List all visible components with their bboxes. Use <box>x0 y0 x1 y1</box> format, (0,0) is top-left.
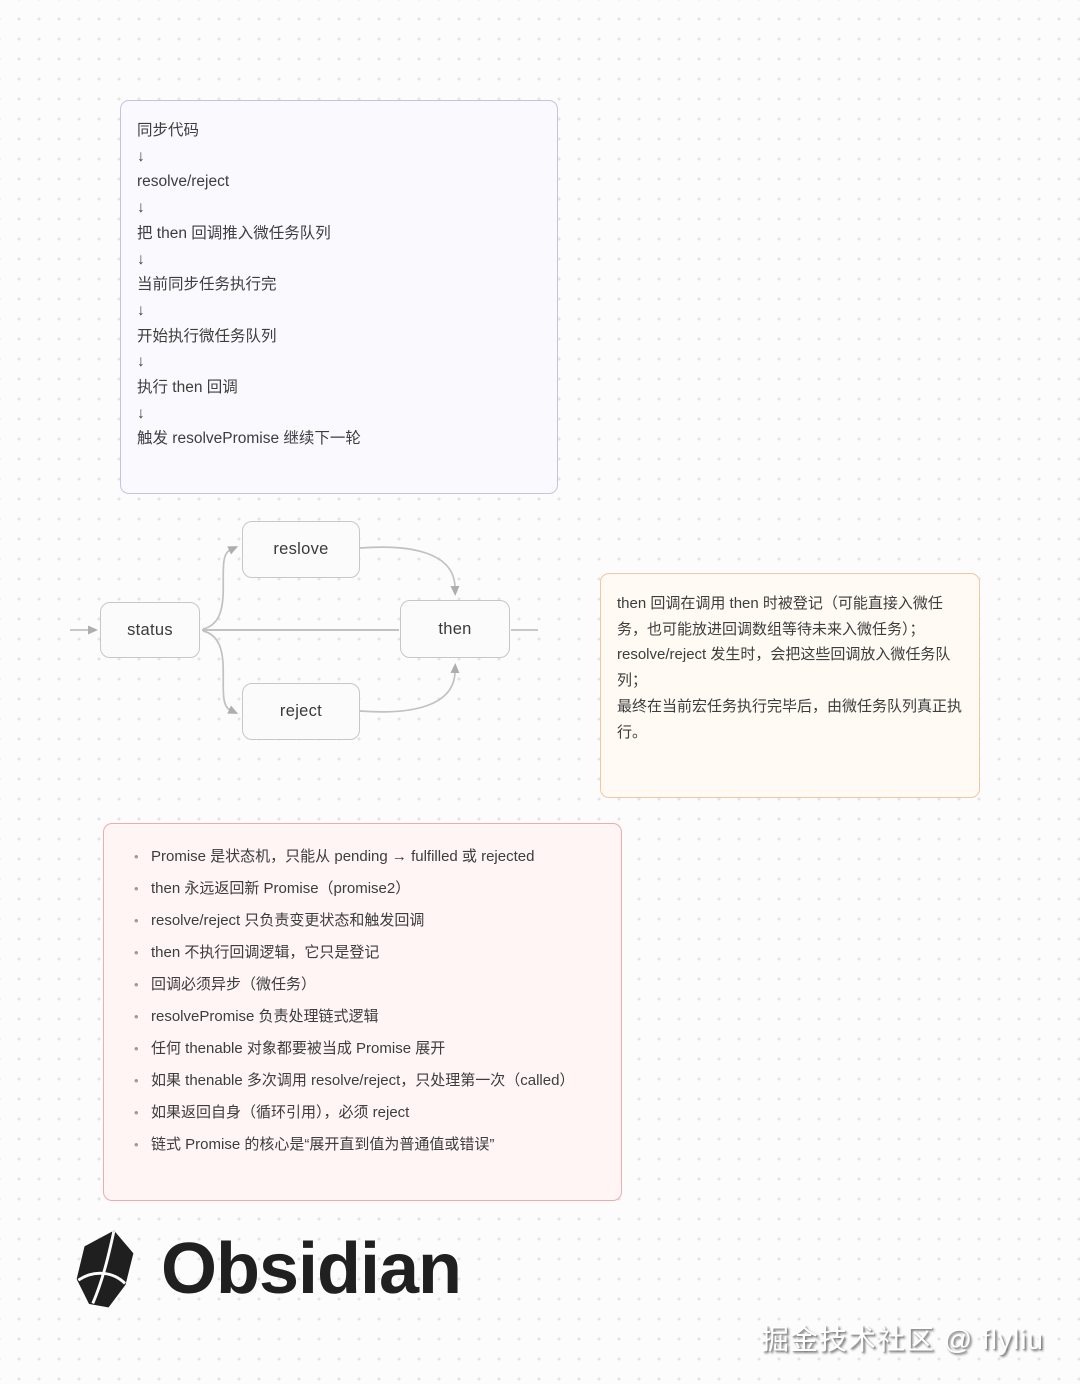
list-item: 任何 thenable 对象都要被当成 Promise 展开 <box>132 1036 601 1062</box>
obsidian-logo: Obsidian <box>75 1229 462 1309</box>
flow-node-status: status <box>100 602 200 658</box>
note-line: then 回调在调用 then 时被登记（可能直接入微任务，也可能放进回调数组等… <box>617 595 943 638</box>
list-item: 链式 Promise 的核心是“展开直到值为普通值或错误” <box>132 1132 601 1158</box>
edge-status-resolve <box>202 546 239 630</box>
watermark: 掘金技术社区 @ flyliu <box>761 1324 1044 1355</box>
flow-step: 触发 resolvePromise 继续下一轮 <box>137 430 361 448</box>
list-item: resolvePromise 负责处理链式逻辑 <box>132 1004 601 1030</box>
note-line: resolve/reject 发生时，会把这些回调放入微任务队列； <box>617 646 951 690</box>
flow-step: resolve/reject <box>137 173 230 191</box>
flow-step: 当前同步任务执行完 <box>137 276 277 294</box>
flow-step: 同步代码 <box>137 122 200 139</box>
promise-summary-card: Promise 是状态机，只能从 pending → fulfilled 或 r… <box>103 823 622 1201</box>
edge-reject-then <box>359 663 460 713</box>
list-item: resolve/reject 只负责变更状态和触发回调 <box>132 908 601 934</box>
edge-resolve-then <box>359 546 460 596</box>
list-item: 如果 thenable 多次调用 resolve/reject，只处理第一次（c… <box>132 1068 601 1094</box>
list-item: then 不执行回调逻辑，它只是登记 <box>132 940 601 966</box>
list-item: 如果返回自身（循环引用），必须 reject <box>132 1100 601 1126</box>
list-item: 回调必须异步（微任务） <box>132 972 601 998</box>
flow-steps-card: 同步代码 ↓ resolve/reject ↓ 把 then 回调推入微任务队列… <box>120 100 558 494</box>
note-line: 最终在当前宏任务执行完毕后，由微任务队列真正执行。 <box>617 697 963 741</box>
down-arrow-glyph: ↓ <box>137 353 145 371</box>
flow-node-reject: reject <box>242 683 360 740</box>
flow-step: 开始执行微任务队列 <box>137 327 277 345</box>
down-arrow-glyph: ↓ <box>137 199 145 217</box>
obsidian-gem-icon <box>76 1230 134 1308</box>
down-arrow-glyph: ↓ <box>137 404 145 422</box>
flow-step: 把 then 回调推入微任务队列 <box>137 224 331 242</box>
down-arrow-glyph: ↓ <box>137 301 145 319</box>
summary-list: Promise 是状态机，只能从 pending → fulfilled 或 r… <box>132 844 601 1158</box>
edge-status-reject <box>202 630 239 714</box>
flow-node-resolve: reslove <box>242 521 360 578</box>
down-arrow-glyph: ↓ <box>137 147 145 165</box>
list-item: Promise 是状态机，只能从 pending → fulfilled 或 r… <box>132 844 601 870</box>
flow-step: 执行 then 回调 <box>137 379 238 397</box>
obsidian-wordmark: Obsidian <box>161 1229 462 1309</box>
list-item: then 永远返回新 Promise（promise2） <box>132 876 601 902</box>
then-callback-note-card: then 回调在调用 then 时被登记（可能直接入微任务，也可能放进回调数组等… <box>600 573 980 798</box>
down-arrow-glyph: ↓ <box>137 250 145 268</box>
flow-node-then: then <box>400 600 510 658</box>
